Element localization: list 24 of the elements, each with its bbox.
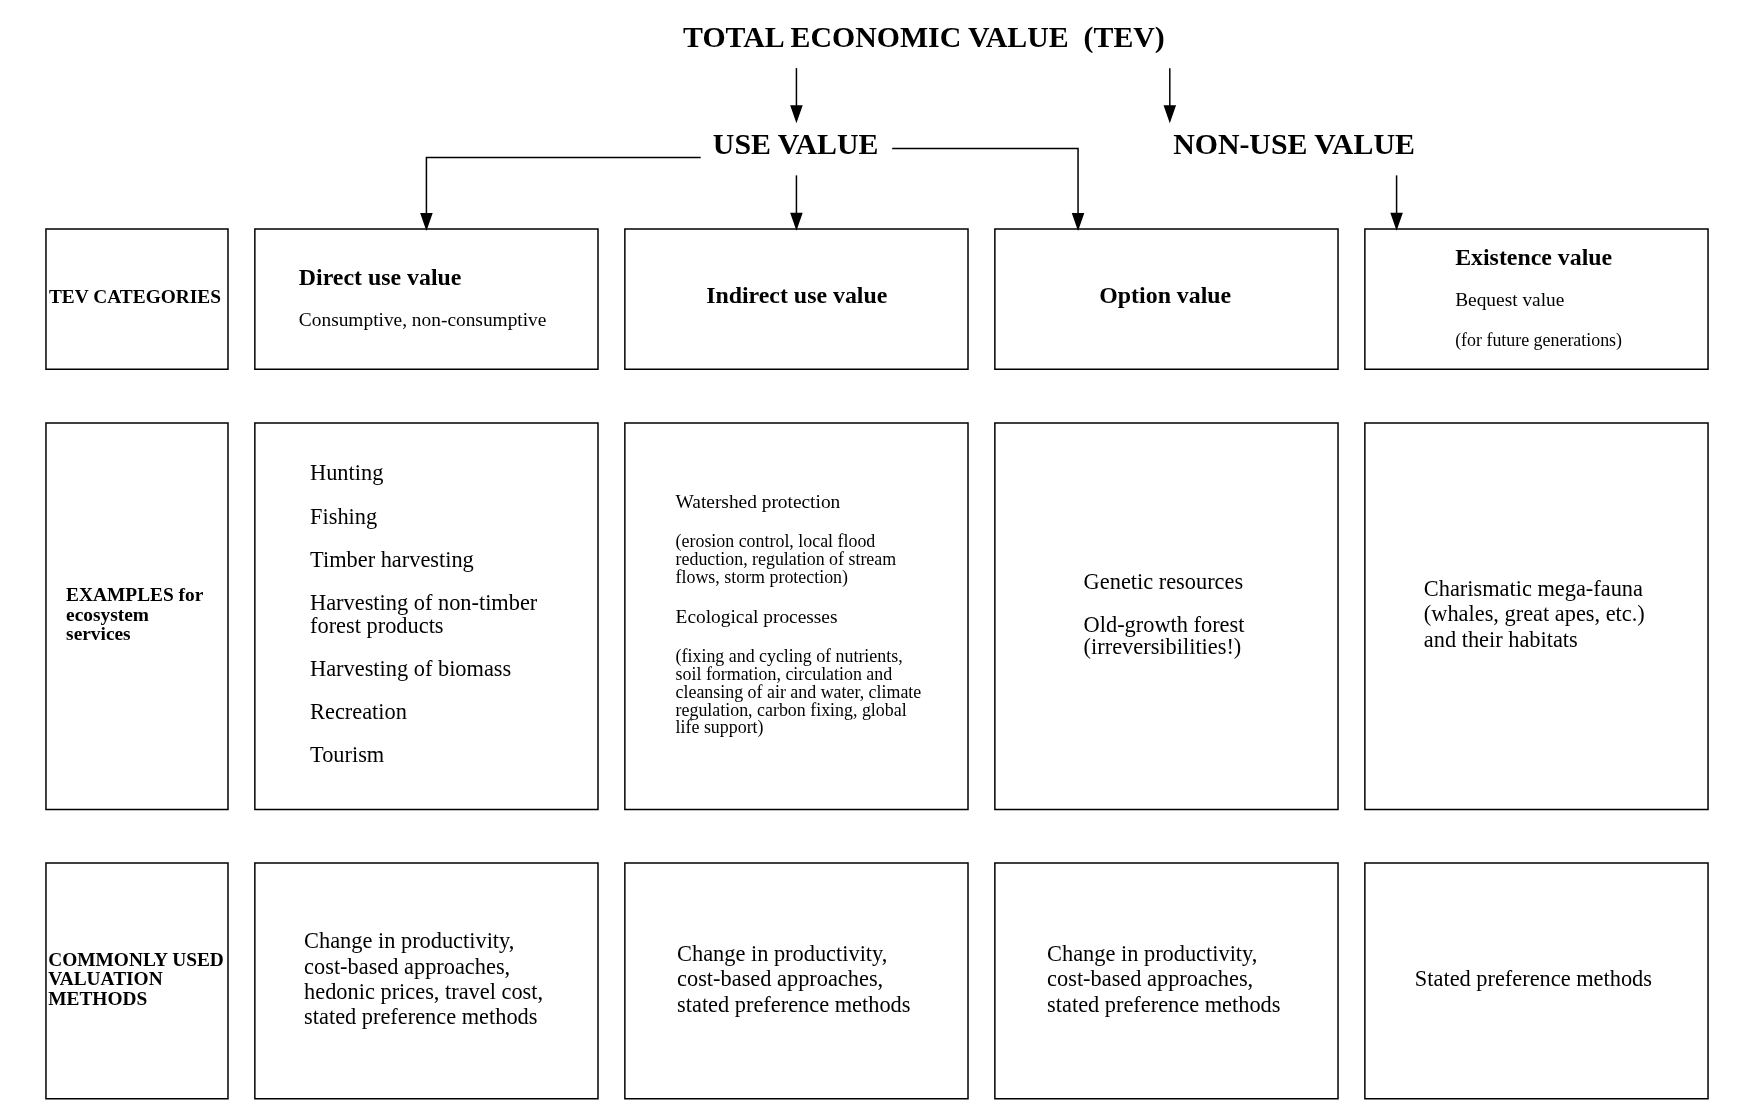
node-box: Change in productivity, cost-based approaches, stated preference methods (994, 862, 1339, 1100)
node-box: Change in productivity, cost-based approaches, stated preference methods (624, 862, 969, 1100)
node-box: TEV CATEGORIES (45, 228, 229, 370)
node-box: Watershed protection (erosion control, local flood reduction, regulation of stream flows, storm protection) Ecological processes (fixing and cycling of nutrients, soil formation, circulation and cleansing of air and water, climate regulation, carbon fixing, global life support) (624, 422, 969, 811)
node-box: COMMONLY USED VALUATION METHODS (45, 862, 229, 1100)
node-box: Direct use value Consumptive, non-consumptive (254, 228, 599, 370)
node-text: TOTAL ECONOMIC VALUE (TEV) (683, 19, 1165, 53)
node-box: Option value (994, 228, 1339, 370)
arrow (420, 156, 702, 231)
arrow (1163, 67, 1177, 124)
arrow (1390, 174, 1403, 231)
node-box: EXAMPLES for ecosystem services (45, 422, 229, 811)
arrow (790, 174, 803, 231)
node-text: USE VALUE (712, 127, 879, 161)
node-box: Hunting Fishing Timber harvesting Harvesting of non-timber forest products Harvesting of biomass Recreation Tourism (254, 422, 599, 811)
arrow (790, 67, 803, 124)
node-box: Genetic resources Old-growth forest (irreversibilities!) (994, 422, 1339, 811)
node-box: Existence value Bequest value (for future generations) (1364, 228, 1709, 370)
node-box: Change in productivity, cost-based approaches, hedonic prices, travel cost, stated preference methods (254, 862, 599, 1100)
node-text: NON-USE VALUE (1173, 127, 1415, 161)
node-box: Indirect use value (624, 228, 969, 370)
node-box: Stated preference methods (1364, 862, 1709, 1100)
arrow (891, 147, 1085, 231)
node-box: Charismatic mega-fauna (whales, great apes, etc.) and their habitats (1364, 422, 1709, 811)
